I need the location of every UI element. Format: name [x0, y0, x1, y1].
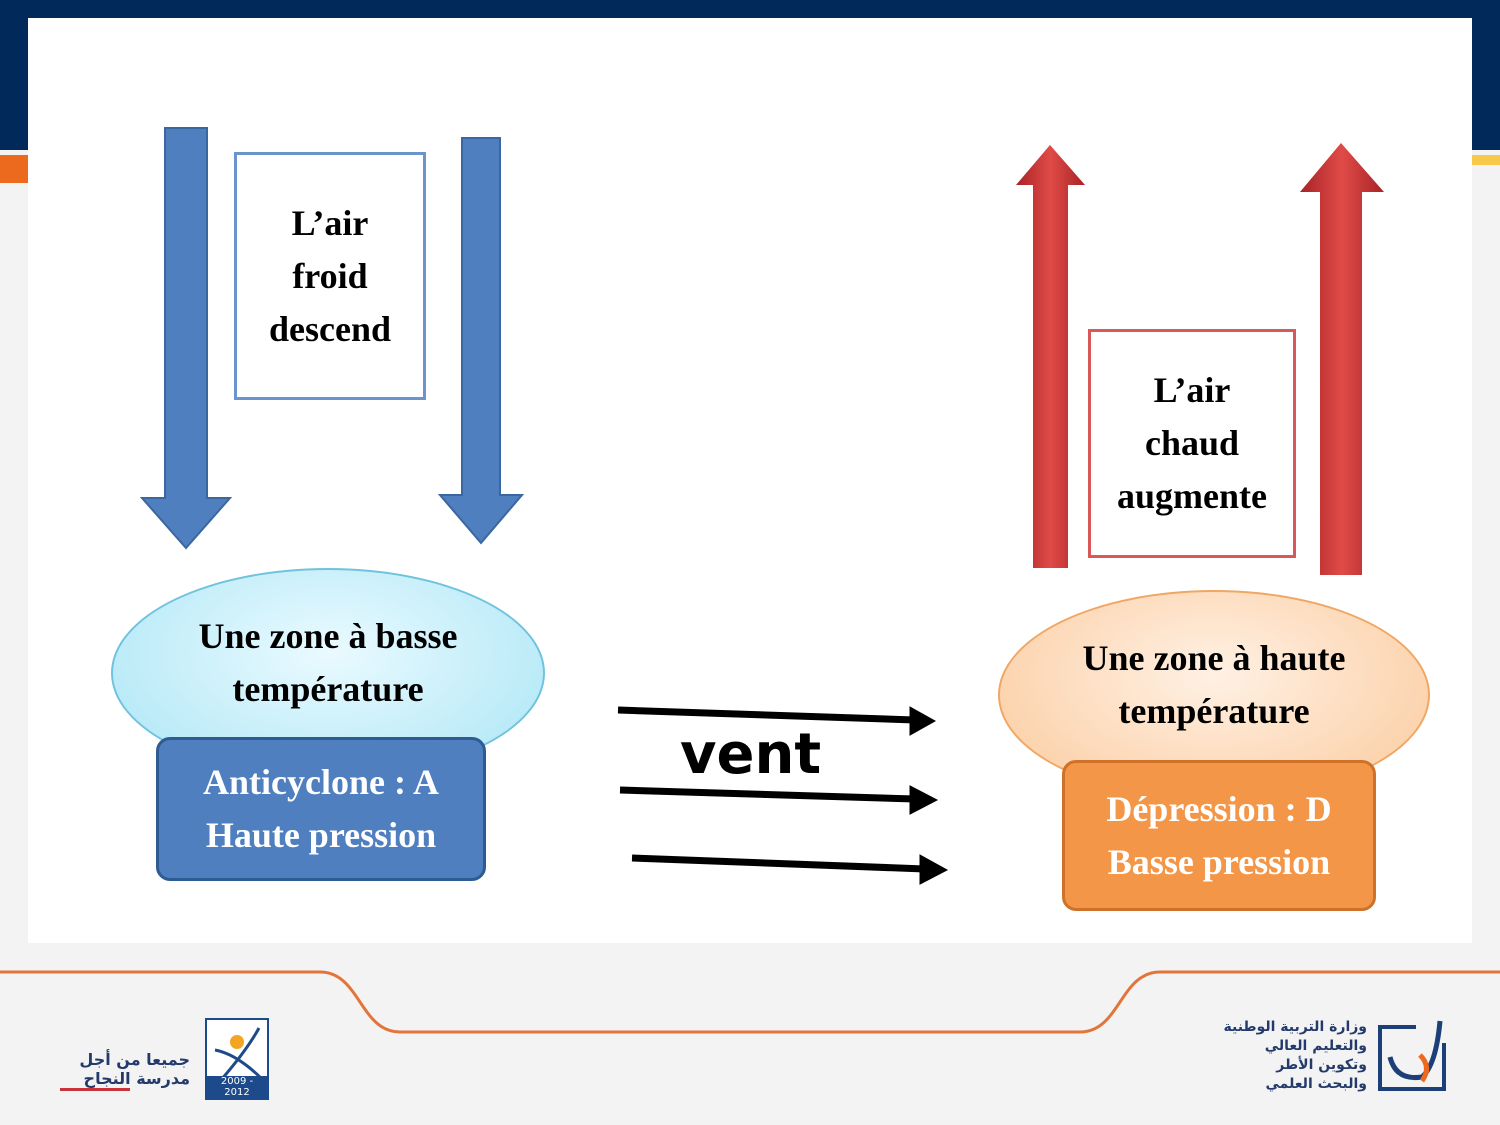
pill-line: Basse pression	[1107, 841, 1331, 882]
up-arrow-right	[1300, 143, 1384, 575]
box-line: augmente	[1117, 476, 1267, 516]
box-line: L’air	[291, 202, 369, 243]
box-line: froid	[292, 255, 368, 296]
logo-years: 2009 - 2012	[207, 1076, 267, 1098]
down-arrow-left	[139, 127, 233, 550]
footer-curve	[0, 970, 1500, 1034]
left-logo-emblem: 2009 - 2012	[205, 1018, 269, 1100]
logo-line: جميعا من أجل	[79, 1050, 190, 1069]
logo-line: وزارة التربية الوطنية	[1223, 1019, 1367, 1035]
box-line: L’air	[1153, 370, 1231, 410]
left-logo-text: جميعا من أجل مدرسة النجاح	[50, 1050, 190, 1091]
oval-line: température	[1118, 691, 1310, 731]
ministry-logo-icon	[1378, 1020, 1446, 1091]
yellow-accent	[1472, 155, 1500, 165]
warm-air-box: L’air chaud augmente	[1088, 329, 1296, 558]
wind-label: vent	[680, 722, 822, 787]
depression-box: Dépression : D Basse pression	[1062, 760, 1376, 911]
orange-accent	[0, 155, 28, 183]
down-arrow-right	[437, 137, 525, 545]
cold-air-box: L’air froid descend	[234, 152, 426, 400]
anticyclone-box: Anticyclone : A Haute pression	[156, 737, 486, 881]
left-frame	[0, 0, 28, 150]
ministry-text: وزارة التربية الوطنية والتعليم العالي وت…	[1105, 1018, 1367, 1094]
pill-line: Haute pression	[205, 815, 437, 855]
logo-line: والتعليم العالي	[1264, 1038, 1367, 1054]
up-arrow-left	[1016, 145, 1085, 568]
box-line: chaud	[1144, 423, 1240, 463]
logo-line: مدرسة النجاح	[83, 1069, 190, 1088]
top-band	[0, 0, 1500, 18]
star-emblem-icon	[214, 1027, 265, 1082]
wind-arrows	[617, 706, 949, 885]
right-frame	[1472, 0, 1500, 150]
pill-line: Anticyclone : A	[203, 762, 439, 802]
oval-line: Une zone à basse	[198, 616, 458, 656]
logo-line: والبحث العلمي	[1265, 1076, 1367, 1092]
oval-line: température	[232, 669, 424, 709]
oval-line: Une zone à haute	[1082, 638, 1346, 678]
pill-line: Dépression : D	[1106, 788, 1332, 829]
logo-swash	[60, 1088, 130, 1091]
box-line: descend	[268, 308, 391, 349]
logo-line: وتكوين الأطر	[1276, 1057, 1367, 1073]
